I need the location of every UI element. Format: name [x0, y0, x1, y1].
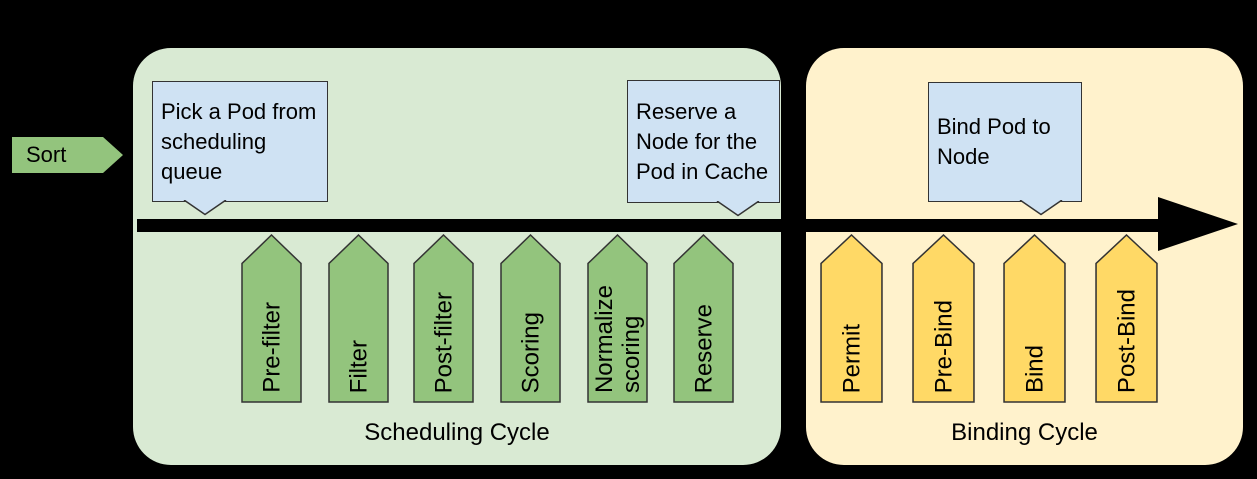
callout-reserve-node-text: Reserve a Node for the Pod in Cache — [636, 98, 769, 184]
stage-scoring: Scoring — [500, 234, 561, 403]
stage-arrow-icon — [500, 234, 561, 403]
stage-pre-bind: Pre-Bind — [912, 234, 975, 403]
stage-bind: Bind — [1003, 234, 1066, 403]
stage-filter-label: Filter — [345, 339, 372, 393]
callout-reserve-node: Reserve a Node for the Pod in Cache — [627, 80, 780, 217]
stage-arrow-icon — [241, 234, 302, 403]
stage-scoring-label: Scoring — [517, 311, 544, 393]
stage-arrow-icon — [413, 234, 474, 403]
stage-post-filter: Post-filter — [413, 234, 474, 403]
callout-bind-pod: Bind Pod to Node — [928, 82, 1082, 216]
timeline-arrow-shaft — [137, 219, 1165, 232]
stage-normalize-scoring: Normalize scoring — [587, 234, 648, 403]
timeline-arrow-head-icon — [1158, 197, 1238, 251]
callout-pick-pod-text: Pick a Pod from scheduling queue — [161, 98, 317, 184]
stage-arrow-icon — [820, 234, 883, 403]
stage-post-bind: Post-Bind — [1095, 234, 1158, 403]
stage-permit-label: Permit — [838, 323, 865, 393]
stage-arrow-icon — [912, 234, 975, 403]
stage-normalize-scoring-label: Normalize scoring — [590, 284, 645, 393]
stage-post-filter-label: Post-filter — [430, 291, 457, 393]
callout-pick-pod: Pick a Pod from scheduling queue — [152, 81, 328, 216]
stage-arrow-icon — [587, 234, 648, 403]
stage-pre-filter: Pre-filter — [241, 234, 302, 403]
callout-bind-pod-text: Bind Pod to Node — [937, 114, 1051, 169]
stage-bind-label: Bind — [1021, 344, 1048, 393]
stage-arrow-icon — [1003, 234, 1066, 403]
callout-tail-icon — [183, 200, 227, 216]
sort-label: Sort — [26, 142, 67, 167]
stage-post-bind-label: Post-Bind — [1113, 288, 1140, 393]
stage-arrow-icon — [328, 234, 389, 403]
callout-tail-icon — [716, 201, 760, 217]
scheduling-cycle-title: Scheduling Cycle — [364, 419, 550, 446]
sort-arrow: Sort — [12, 137, 123, 173]
stage-filter: Filter — [328, 234, 389, 403]
stage-reserve-label: Reserve — [690, 303, 717, 393]
stage-permit: Permit — [820, 234, 883, 403]
stage-arrow-icon — [1095, 234, 1158, 403]
stage-arrow-icon — [673, 234, 734, 403]
stage-pre-filter-label: Pre-filter — [258, 302, 285, 393]
callout-tail-icon — [1019, 200, 1063, 216]
binding-cycle-title: Binding Cycle — [951, 419, 1098, 446]
stage-reserve: Reserve — [673, 234, 734, 403]
stage-pre-bind-label: Pre-Bind — [930, 299, 957, 393]
